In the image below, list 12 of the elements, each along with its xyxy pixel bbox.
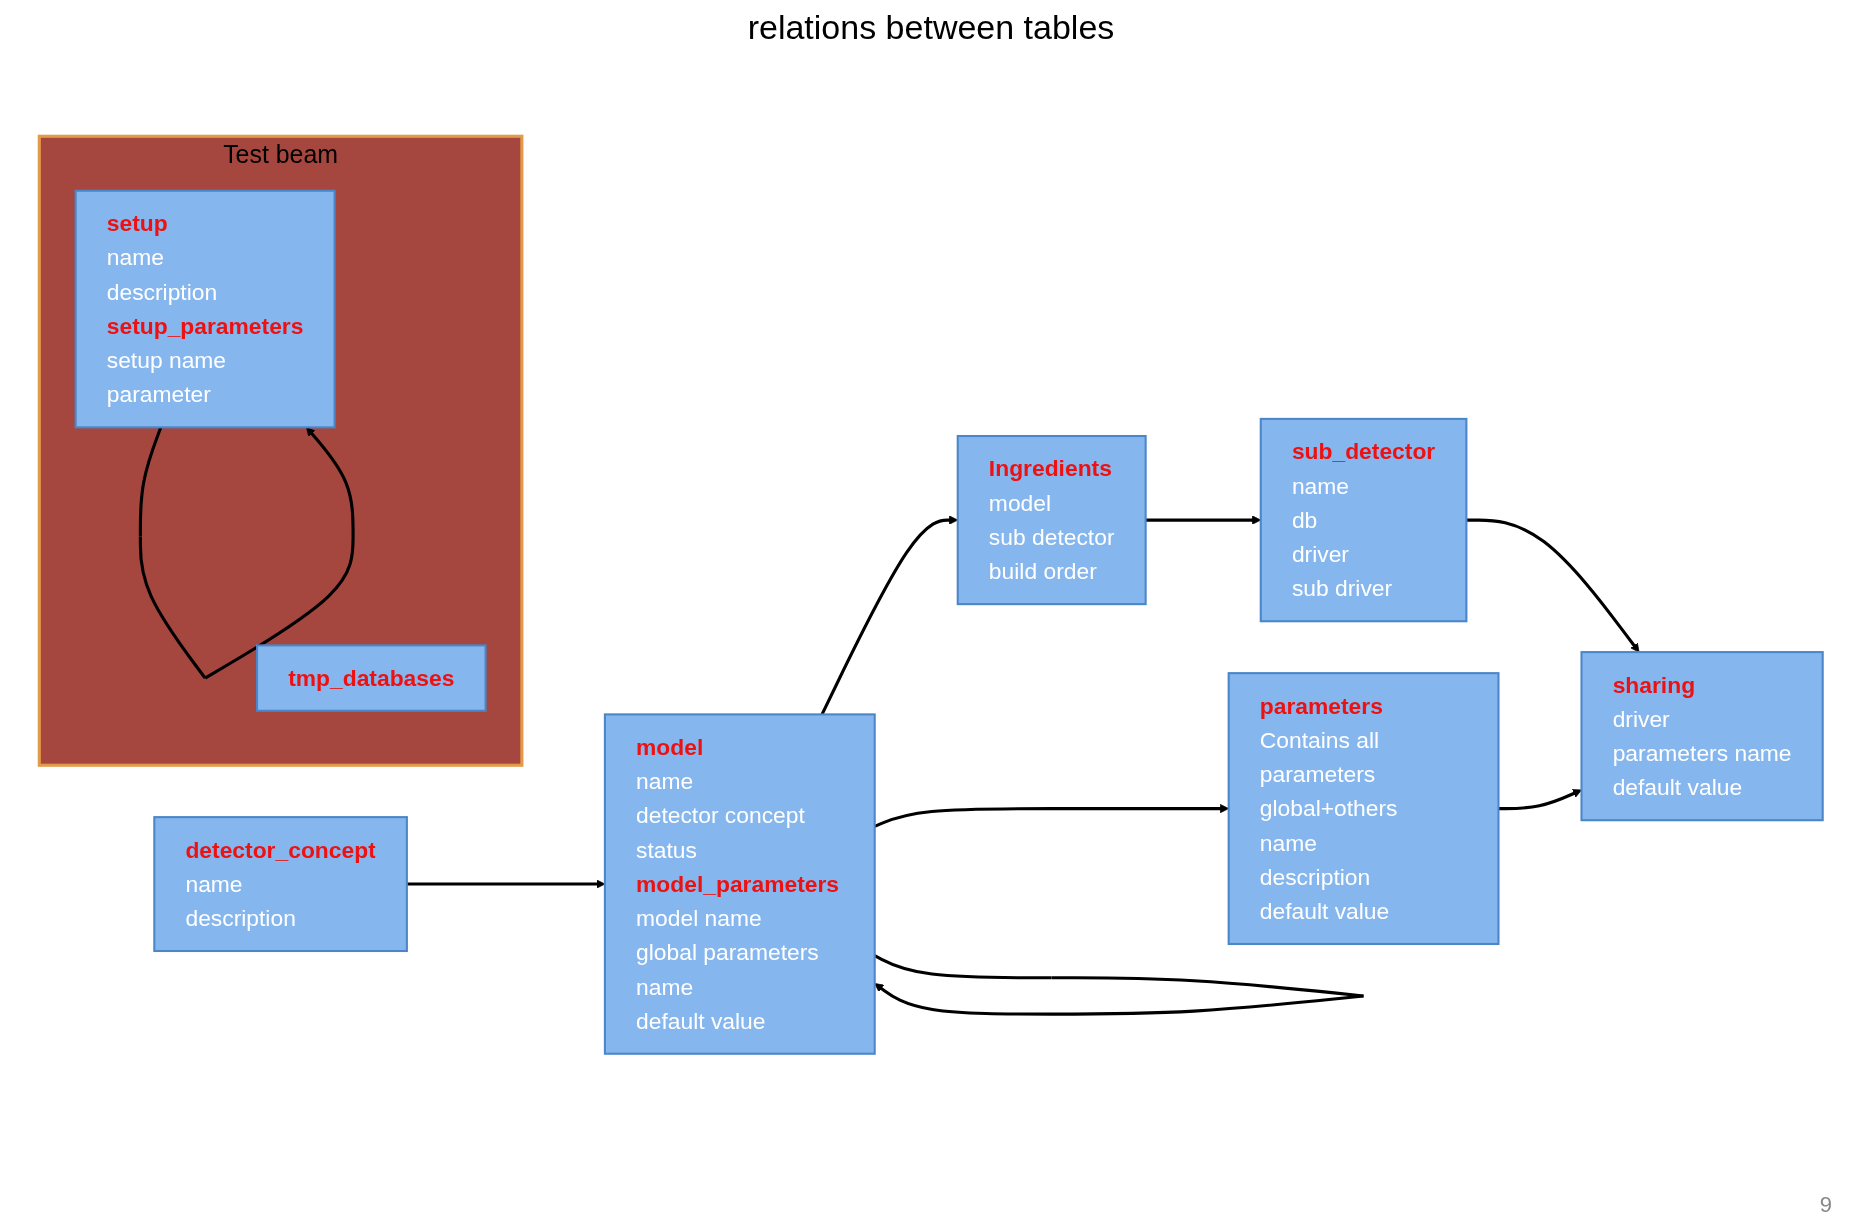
node-box: setup name description setup_parameters setup name parameter [74, 189, 336, 429]
node-box: detector_concept name description [153, 816, 408, 953]
title: relations between tables [746, 8, 1116, 47]
arrow [1466, 518, 1640, 653]
page-number: 9 [1819, 1192, 1832, 1217]
node-box: model name detector concept status model_parameters model name global parameters name default value [603, 713, 876, 1055]
node-box: parameters Contains all parameters global+others name description default value [1227, 672, 1500, 946]
node-box: sub_detector name db driver sub driver [1259, 417, 1468, 623]
arrow [1498, 789, 1582, 811]
node-box: sharing driver parameters name default value [1580, 651, 1824, 822]
node-box: tmp_databases [256, 644, 487, 712]
node-box: Ingredients model sub detector build order [956, 434, 1147, 606]
